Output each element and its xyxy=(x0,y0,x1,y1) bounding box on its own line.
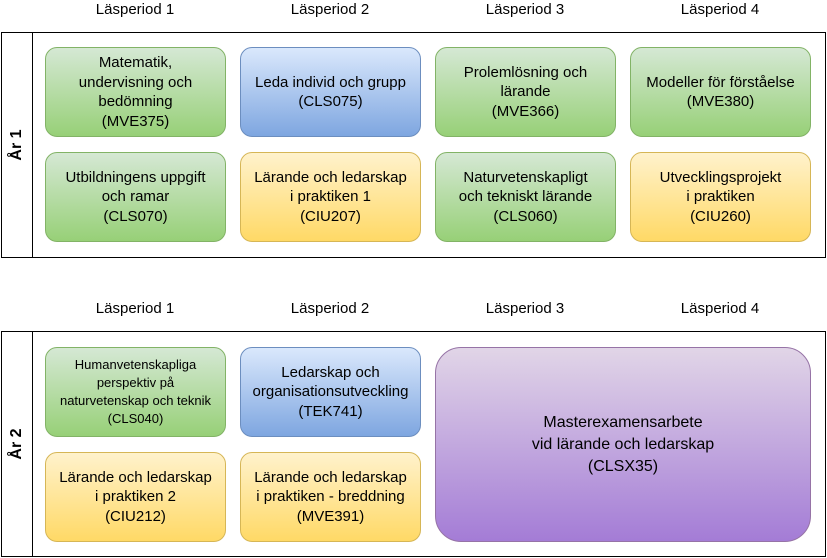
course-cls040-text: Humanvetenskapliga perspektiv på naturve… xyxy=(59,357,212,426)
year2-label: År 2 xyxy=(8,428,25,460)
course-mve391[interactable]: Lärande och ledarskap i praktiken - bred… xyxy=(240,452,421,542)
course-cls070[interactable]: Utbildningens uppgift och ramar (CLS070) xyxy=(45,152,226,242)
course-clsx35[interactable]: Masterexamensarbete vid lärande och leda… xyxy=(435,347,811,542)
course-mve366-text: Prolemlösning och lärande (MVE366) xyxy=(463,63,588,120)
course-cls040[interactable]: Humanvetenskapliga perspektiv på naturve… xyxy=(45,347,226,437)
year1-period-1-label: Läsperiod 1 xyxy=(95,1,175,18)
course-mve375[interactable]: Matematik, undervisning och bedömning (M… xyxy=(45,47,226,137)
course-tek741[interactable]: Ledarskap och organisationsutveckling (T… xyxy=(240,347,421,437)
year2-period-3-label: Läsperiod 3 xyxy=(485,300,565,317)
course-mve375-text: Matematik, undervisning och bedömning (M… xyxy=(78,54,193,130)
year1-period-3-label: Läsperiod 3 xyxy=(485,1,565,18)
year2-frame: År 2 xyxy=(1,331,826,557)
course-cls075-text: Leda individ och grupp (CLS075) xyxy=(255,73,406,111)
course-cls075[interactable]: Leda individ och grupp (CLS075) xyxy=(240,47,421,137)
course-ciu212-text: Lärande och ledarskap i praktiken 2 (CIU… xyxy=(59,468,212,525)
course-clsx35-text: Masterexamensarbete vid lärande och leda… xyxy=(531,413,715,475)
year2-period-4-label: Läsperiod 4 xyxy=(680,300,760,317)
course-mve380[interactable]: Modeller för förståelse (MVE380) xyxy=(630,47,811,137)
course-ciu207-text: Lärande och ledarskap i praktiken 1 (CIU… xyxy=(254,168,407,225)
course-mve380-text: Modeller för förståelse (MVE380) xyxy=(646,73,795,111)
course-cls060-text: Naturvetenskapligt och tekniskt lärande … xyxy=(458,168,593,225)
year2-period-1-label: Läsperiod 1 xyxy=(95,300,175,317)
year1-frame: År 1 xyxy=(1,32,826,258)
course-tek741-text: Ledarskap och organisationsutveckling (T… xyxy=(252,363,409,420)
year1-label: År 1 xyxy=(8,129,25,161)
course-mve391-text: Lärande och ledarskap i praktiken - bred… xyxy=(254,468,407,525)
year2-label-column: År 2 xyxy=(2,332,33,556)
course-mve366[interactable]: Prolemlösning och lärande (MVE366) xyxy=(435,47,616,137)
course-ciu260-text: Utvecklingsprojekt i praktiken (CIU260) xyxy=(659,168,782,225)
year1-period-4-label: Läsperiod 4 xyxy=(680,1,760,18)
course-ciu207[interactable]: Lärande och ledarskap i praktiken 1 (CIU… xyxy=(240,152,421,242)
course-cls060[interactable]: Naturvetenskapligt och tekniskt lärande … xyxy=(435,152,616,242)
year2-period-2-label: Läsperiod 2 xyxy=(290,300,370,317)
course-ciu212[interactable]: Lärande och ledarskap i praktiken 2 (CIU… xyxy=(45,452,226,542)
year1-label-column: År 1 xyxy=(2,33,33,257)
course-cls070-text: Utbildningens uppgift och ramar (CLS070) xyxy=(65,168,206,225)
course-ciu260[interactable]: Utvecklingsprojekt i praktiken (CIU260) xyxy=(630,152,811,242)
year1-period-2-label: Läsperiod 2 xyxy=(290,1,370,18)
